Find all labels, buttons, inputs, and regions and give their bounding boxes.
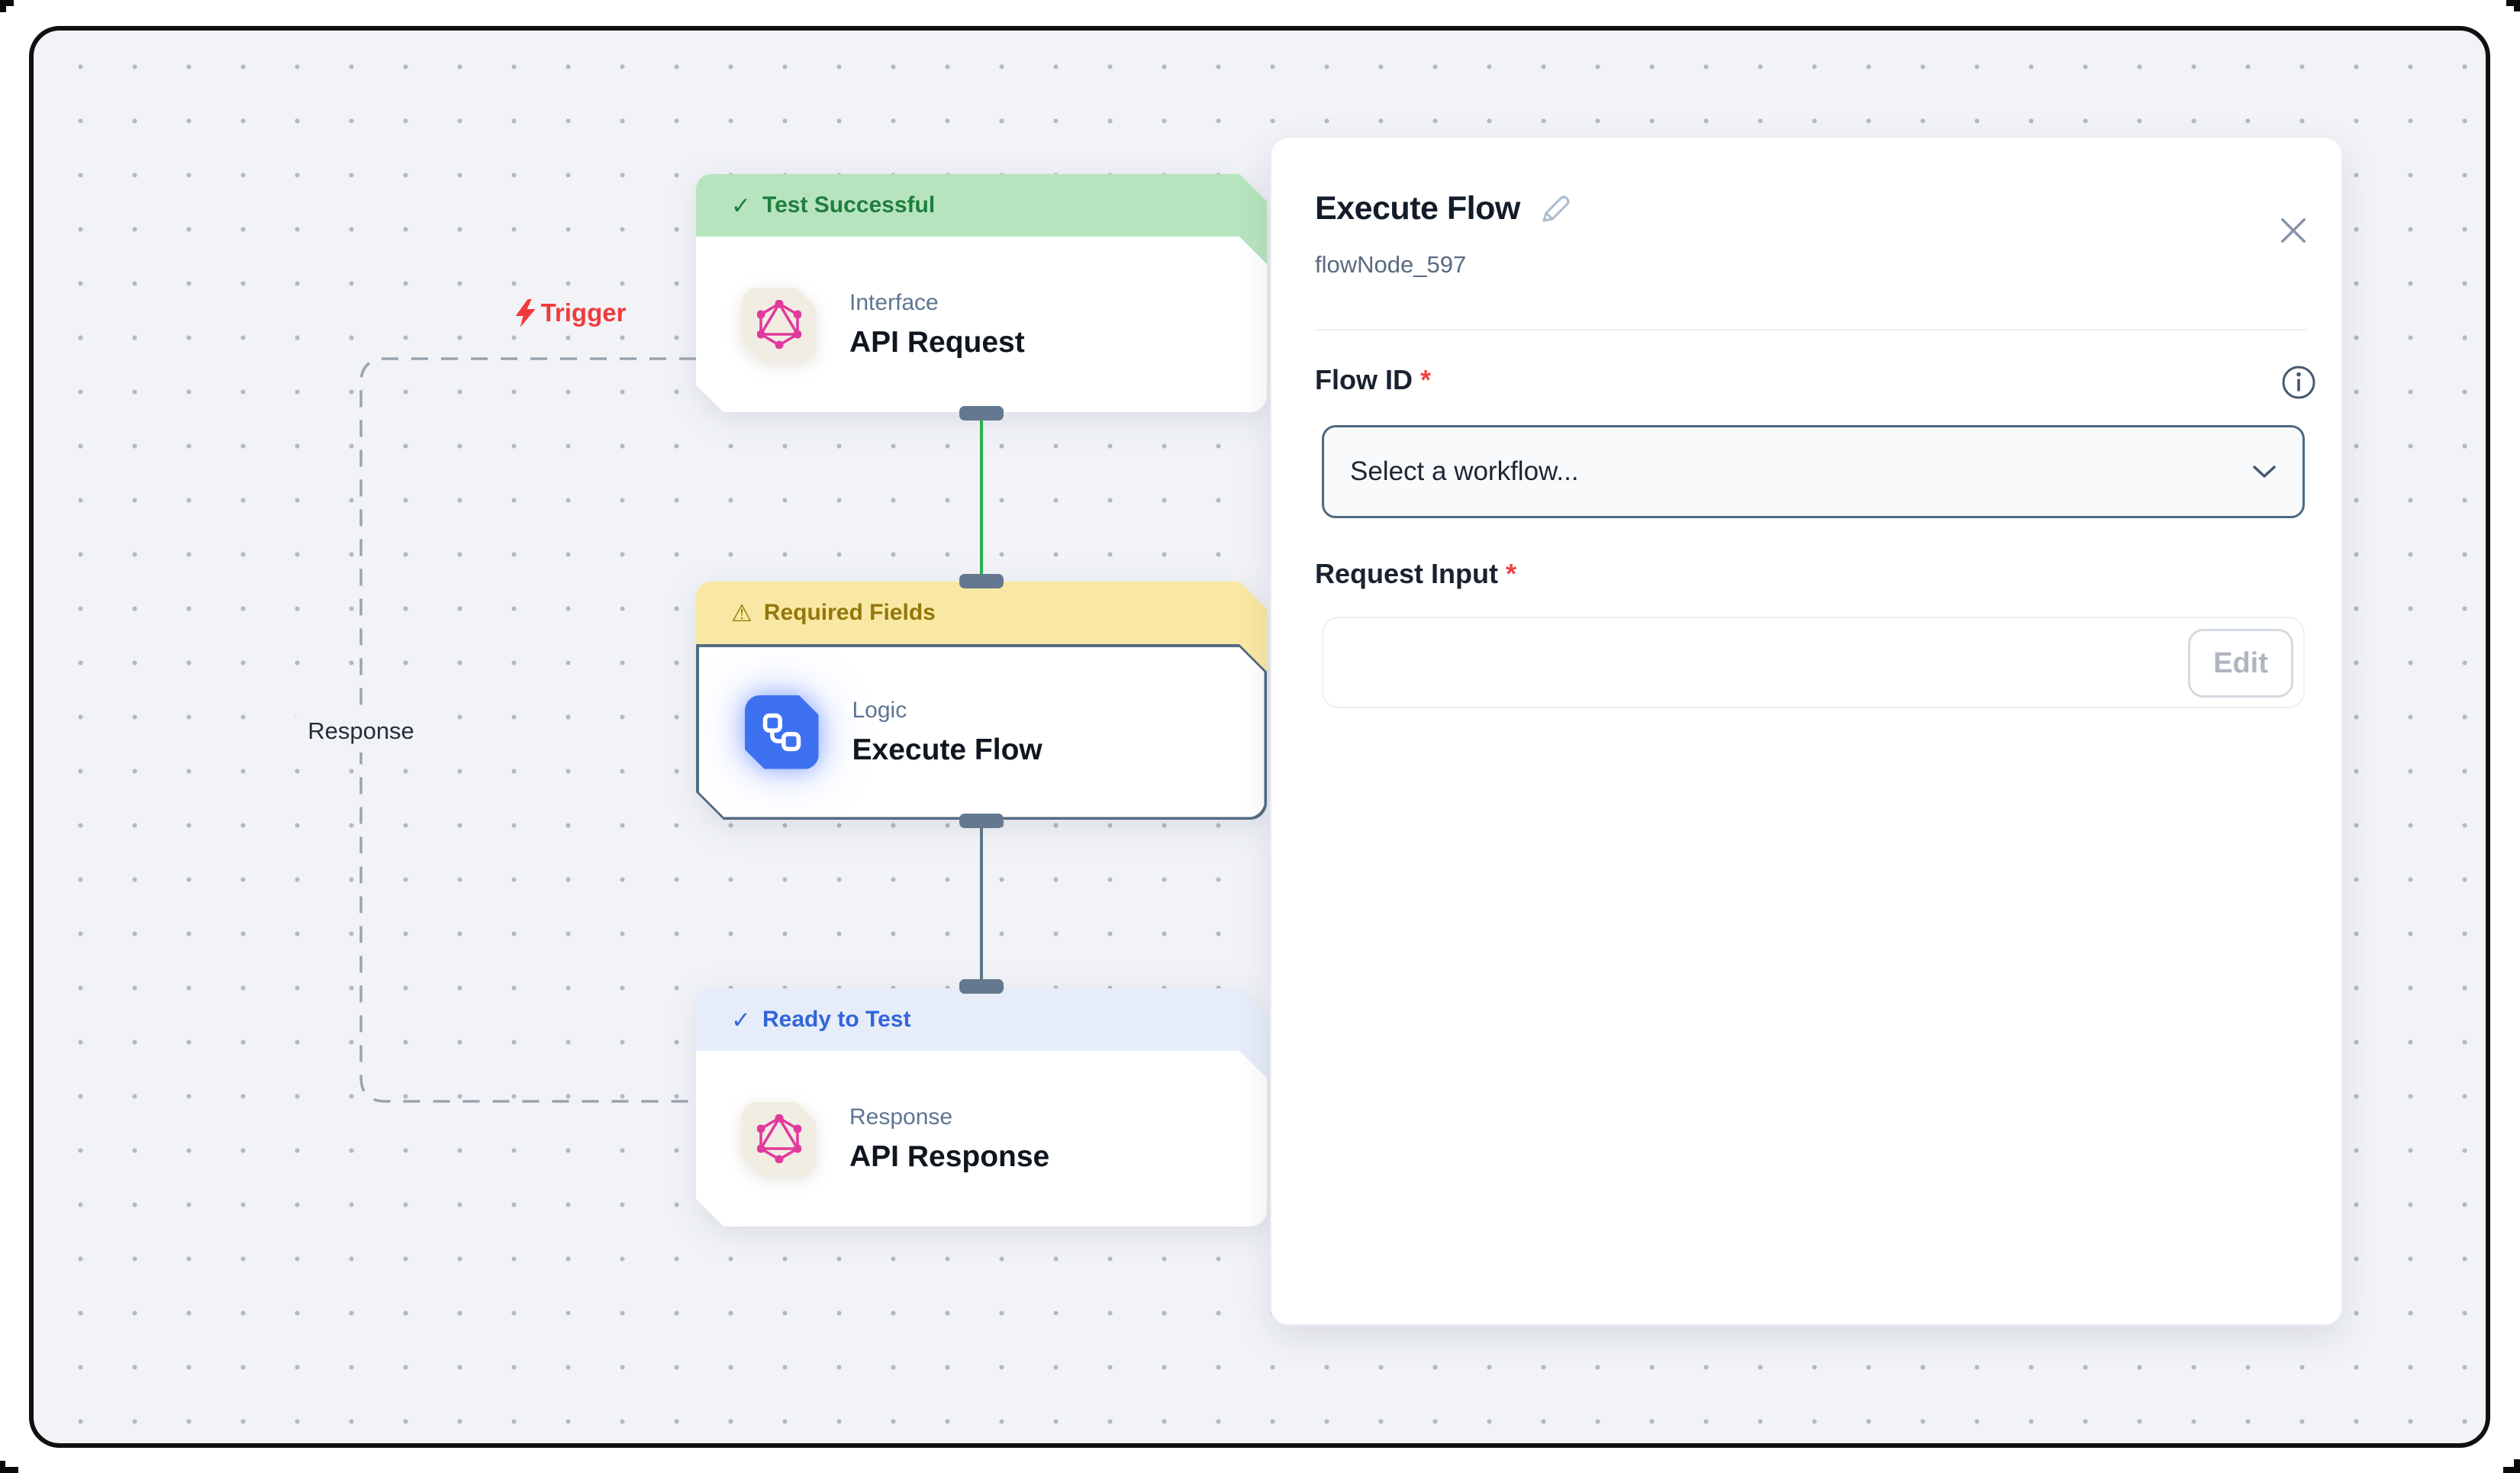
response-edge-label: Response (295, 710, 427, 753)
status-banner-label: Ready to Test (762, 1007, 911, 1032)
crop-mark-bottom-right-bar (2503, 1467, 2520, 1473)
node-title: API Request (849, 325, 1025, 359)
graphql-icon (742, 288, 816, 362)
node-id-label: flowNode_597 (1315, 251, 1467, 278)
status-banner-label: Test Successful (762, 192, 936, 218)
warning-icon: ⚠ (731, 599, 752, 627)
flow-id-select[interactable]: Select a workflow... (1322, 425, 2305, 518)
flow-id-select-value: Select a workflow... (1350, 456, 1579, 486)
flow-id-label: Flow ID* (1315, 364, 1432, 395)
node-category: Logic (852, 697, 907, 723)
crop-mark-top-left-stem (0, 0, 6, 12)
node-title: API Response (849, 1139, 1050, 1173)
crop-mark-top-right-stem (2514, 0, 2520, 11)
node-category: Response (849, 1104, 953, 1130)
crop-mark-top-left-bar (0, 0, 14, 6)
workflow-canvas[interactable]: Trigger Response ✓ Test Successful (29, 26, 2490, 1448)
crop-mark-top-right-bar (2506, 0, 2520, 6)
node-api-response[interactable]: ✓ Ready to Test (696, 988, 1267, 1226)
panel-title: Execute Flow (1315, 190, 1520, 227)
edit-button[interactable]: Edit (2188, 629, 2293, 698)
node-api-request[interactable]: ✓ Test Successful (696, 174, 1267, 412)
crop-mark-bottom-right-stem (2514, 1459, 2520, 1473)
crop-mark-bottom-left-bar (0, 1467, 18, 1473)
request-input-field[interactable]: Edit (1322, 617, 2305, 708)
required-asterisk: * (1506, 558, 1517, 589)
node-execute-flow[interactable]: ⚠ Required Fields (696, 582, 1267, 820)
node-category: Interface (849, 289, 939, 315)
node-properties-panel: Execute Flow flowNode_597 Flow ID* (1270, 137, 2343, 1326)
graphql-icon (742, 1102, 816, 1176)
close-icon[interactable] (2279, 216, 2308, 245)
status-banner-label: Required Fields (763, 600, 936, 625)
trigger-label: Trigger (515, 298, 627, 327)
chevron-down-icon (2252, 465, 2277, 479)
check-icon: ✓ (731, 192, 751, 219)
check-icon: ✓ (731, 1006, 751, 1033)
edit-title-pencil-icon[interactable] (1539, 192, 1572, 226)
lightning-icon (515, 298, 537, 327)
request-input-label: Request Input* (1315, 558, 1517, 589)
trigger-label-text: Trigger (540, 298, 627, 327)
info-icon[interactable] (2280, 364, 2317, 401)
logic-flow-icon (745, 695, 819, 769)
node-title: Execute Flow (852, 733, 1042, 766)
divider (1315, 329, 2306, 330)
required-asterisk: * (1420, 364, 1432, 395)
